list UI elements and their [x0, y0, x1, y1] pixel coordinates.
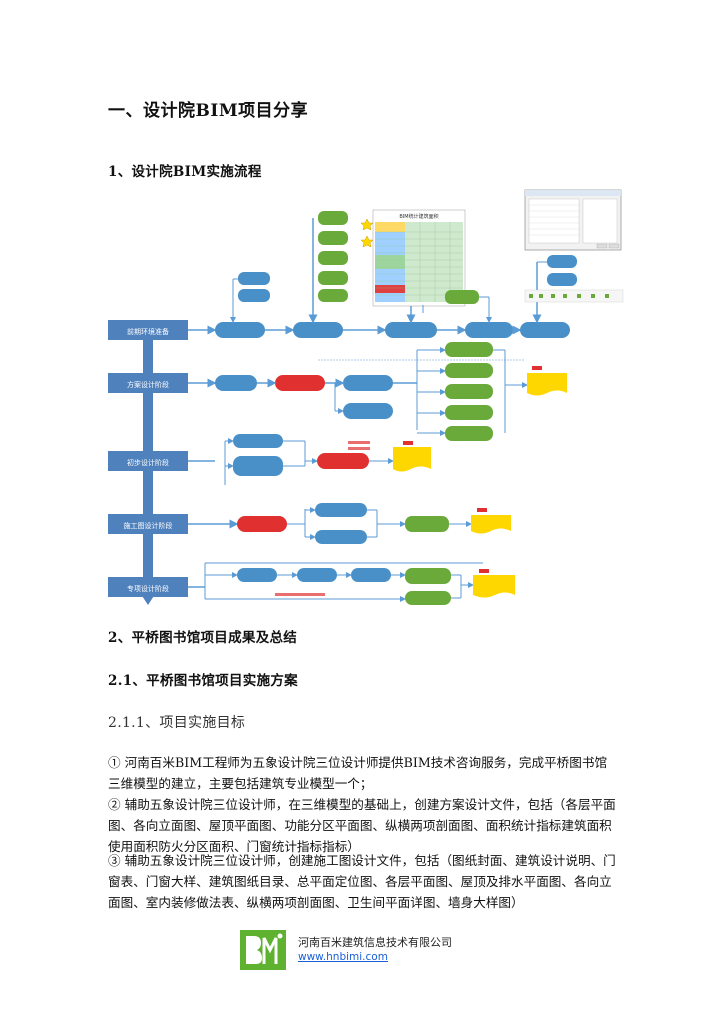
paragraph-goal-1: ① 河南百米BIM工程师为五象设计院三位设计师提供BIM技术咨询服务，完成平桥图…: [108, 752, 618, 794]
bim-workflow-diagram: 前期环境准备 方案设计阶段 初步设计阶段 施工图设计阶段 专项设计阶段 BIM统…: [105, 185, 625, 613]
section-heading-2: 2、平桥图书馆项目成果及总结: [108, 626, 297, 646]
paragraph-goal-3: ③ 辅助五象设计院三位设计师，创建施工图设计文件，包括（图纸封面、建筑设计说明、…: [108, 850, 618, 913]
stage-label: 施工图设计阶段: [124, 521, 173, 530]
stage-label: 前期环境准备: [127, 327, 169, 336]
company-url-link[interactable]: www.hnbimi.com: [298, 951, 388, 963]
company-logo: [240, 930, 286, 970]
page-footer: 河南百米建筑信息技术有限公司 www.hnbimi.com: [240, 930, 500, 970]
section-heading-2-1: 2.1、平桥图书馆项目实施方案: [108, 669, 298, 689]
stage-label: 方案设计阶段: [127, 380, 169, 389]
table-title: BIM统计建筑面积: [399, 213, 438, 220]
main-heading: 一、设计院BIM项目分享: [108, 96, 308, 121]
company-name: 河南百米建筑信息技术有限公司: [298, 934, 452, 950]
paragraph-goal-2: ② 辅助五象设计院三位设计师，在三维模型的基础上，创建方案设计文件，包括（各层平…: [108, 794, 618, 857]
stage-label: 初步设计阶段: [127, 458, 169, 467]
section-heading-2-1-1: 2.1.1、项目实施目标: [108, 712, 245, 732]
section-heading-1: 1、设计院BIM实施流程: [108, 160, 262, 180]
embedded-dialog-screenshot: [525, 190, 621, 250]
stage-label: 专项设计阶段: [127, 584, 169, 593]
